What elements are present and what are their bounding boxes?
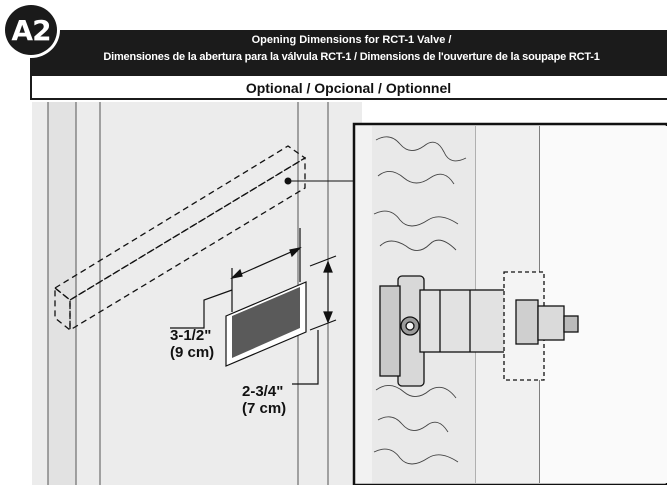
height-dimension-label: 3-1/2" (9 cm) — [170, 327, 214, 361]
height-imperial: 3-1/2" — [170, 327, 212, 344]
width-dimension-label: 2-3/4" (7 cm) — [242, 383, 286, 417]
height-metric: (9 cm) — [170, 344, 215, 361]
dimension-lines — [170, 228, 337, 385]
title-line-1: Opening Dimensions for RCT-1 Valve / — [251, 34, 452, 46]
title-bar — [30, 30, 667, 76]
step-badge: A2 — [2, 2, 60, 58]
wall-opening — [225, 281, 307, 367]
dashed-blocking-board — [53, 145, 307, 332]
step-number: A2 — [11, 13, 51, 47]
subtitle-bar — [30, 76, 667, 100]
rct1-valve — [379, 271, 579, 387]
width-metric: (7 cm) — [242, 400, 287, 417]
title-line-2: Dimensiones de la abertura para la válvu… — [103, 51, 600, 63]
subtitle: Optional / Opcional / Optionnel — [245, 80, 452, 96]
width-imperial: 2-3/4" — [242, 383, 284, 400]
